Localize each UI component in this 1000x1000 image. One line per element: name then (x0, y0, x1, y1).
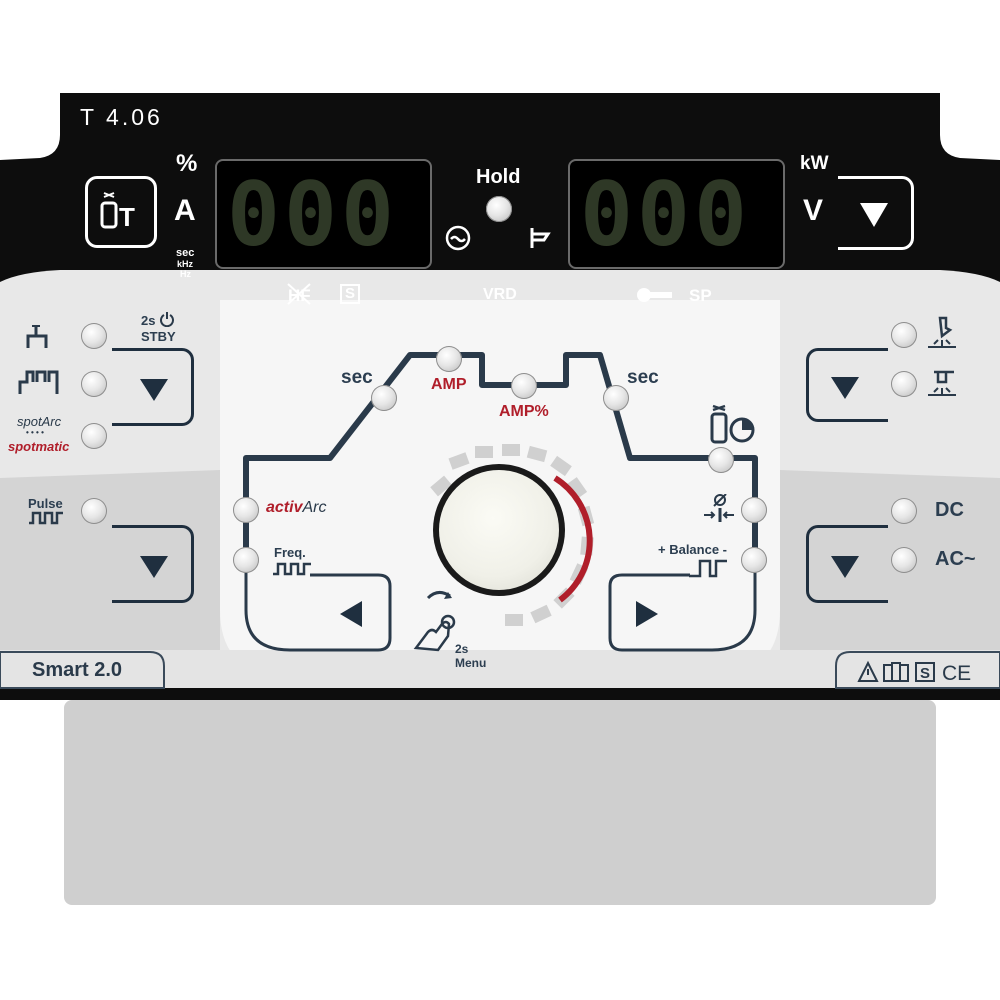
power-icon (160, 312, 174, 327)
stby-label: STBY (141, 329, 176, 344)
hf-ignition-icon (928, 316, 956, 348)
sec-left-label: sec (341, 367, 373, 388)
frequency-led (233, 547, 259, 573)
down-arrow-icon (831, 556, 859, 578)
pulse-led (81, 498, 107, 524)
remote-control-icon (530, 228, 551, 248)
display-select-button[interactable] (838, 176, 914, 250)
four-stroke-led (81, 371, 107, 397)
ac-led (891, 547, 917, 573)
sp-label: SP (689, 286, 712, 305)
balance-led (741, 547, 767, 573)
menu-label: Menu (455, 656, 487, 670)
unit-hz: Hz (180, 269, 191, 279)
hf-off-icon: HF (287, 283, 311, 305)
tungsten-diameter-led (741, 497, 767, 523)
two-stroke-led (81, 323, 107, 349)
knob-face (439, 470, 559, 590)
dc-label: DC (935, 499, 964, 521)
main-control-knob[interactable] (433, 464, 565, 596)
tungsten-diameter-icon (704, 494, 734, 522)
down-arrow-icon (831, 377, 859, 399)
unit-percent: % (176, 150, 198, 177)
svg-text:S: S (920, 665, 930, 682)
amp-percent-led (511, 373, 537, 399)
s-mark-label: S (344, 285, 355, 302)
gas-postflow-icon (710, 404, 755, 444)
downslope-led (603, 385, 629, 411)
svg-text:T: T (119, 202, 135, 232)
pulse-select-button[interactable] (112, 525, 194, 603)
right-arrow-button[interactable] (616, 585, 680, 641)
left-display-value: 000 (227, 163, 398, 266)
left-arrow-icon (340, 601, 362, 627)
water-cooling-icon (445, 225, 471, 251)
spotarc-label: spotArc (17, 414, 62, 429)
activarc-label: activArc (266, 499, 326, 517)
hold-led (486, 196, 512, 222)
right-arrow-icon (636, 601, 658, 627)
frequency-wave-icon (273, 562, 311, 576)
four-stroke-icon (18, 370, 59, 394)
s-mark-badge: S (340, 284, 360, 304)
mode-select-button[interactable] (112, 348, 194, 426)
spotmatic-label: spotmatic (8, 439, 70, 454)
hold-label: Hold (476, 166, 521, 188)
polarity-select-button[interactable] (806, 525, 888, 603)
right-display-value: 000 (580, 163, 751, 266)
hf-ignition-led (891, 322, 917, 348)
balance-label: + Balance - (658, 542, 728, 557)
spotarc-led (81, 423, 107, 449)
push-rotate-icon (413, 591, 456, 652)
unit-ampere: A (174, 194, 196, 227)
amp-led (436, 346, 462, 372)
ac-label: AC~ (935, 548, 976, 570)
activarc-label-b: Arc (302, 499, 327, 516)
stby-time-label: 2s (141, 313, 156, 328)
key-icon (637, 288, 672, 302)
product-name: Smart 2.0 (32, 659, 123, 681)
down-arrow-icon (140, 556, 168, 578)
ignition-select-button[interactable] (806, 348, 888, 422)
down-arrow-icon (860, 203, 888, 227)
unit-volt: V (803, 194, 824, 227)
unit-sec: sec (176, 247, 195, 259)
pulse-icon (29, 511, 63, 525)
unit-khz: kHz (177, 259, 194, 269)
activarc-label-a: activ (266, 499, 303, 516)
two-stroke-icon (26, 325, 48, 348)
frequency-label: Freq. (274, 545, 306, 560)
activarc-led (233, 497, 259, 523)
liftarc-led (891, 371, 917, 397)
gas-postflow-led (708, 447, 734, 473)
unit-kw: kW (800, 153, 829, 174)
gas-test-button[interactable]: T (85, 176, 157, 248)
upslope-led (371, 385, 397, 411)
spot-dots: • • • • (26, 428, 44, 437)
dc-led (891, 498, 917, 524)
amp-label: AMP (431, 376, 467, 393)
certification-marks-icon: S CE (857, 660, 971, 685)
left-arrow-button[interactable] (320, 585, 384, 641)
svg-text:CE: CE (942, 662, 971, 685)
right-display: 000 (568, 159, 785, 269)
balance-wave-icon (689, 559, 727, 578)
liftarc-icon (928, 370, 956, 396)
gas-bottle-icon: T (100, 192, 135, 232)
sec-right-label: sec (627, 367, 659, 388)
vrd-label: VRD (483, 286, 517, 303)
down-arrow-icon (140, 379, 168, 401)
amp-percent-label: AMP% (499, 403, 549, 420)
model-label: T 4.06 (80, 104, 163, 130)
pulse-label: Pulse (28, 496, 63, 511)
menu-time-label: 2s (455, 642, 469, 656)
left-display: 000 (215, 159, 432, 269)
